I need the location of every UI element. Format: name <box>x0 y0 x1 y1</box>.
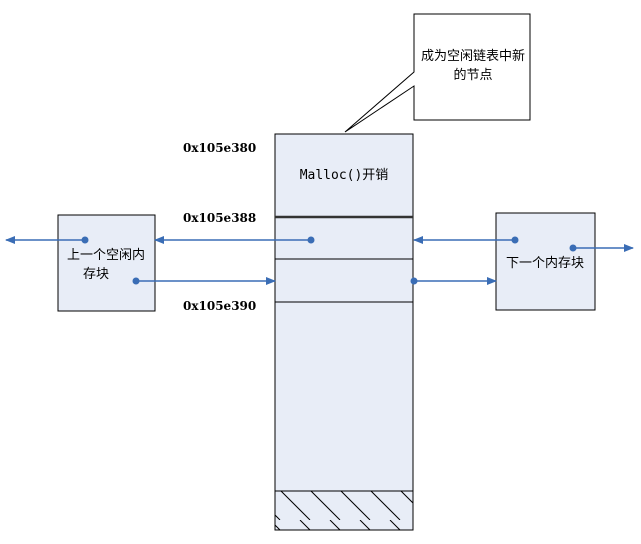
memory-block-body <box>274 133 414 531</box>
arrow-prev-to-block-dot <box>132 277 140 285</box>
callout-line2: 的节点 <box>453 67 492 83</box>
address-label-1: 0x105e380 <box>183 141 256 155</box>
callout-bubble: 成为空闲链表中新 的节点 <box>344 13 531 133</box>
memory-block: Malloc()开销 <box>274 133 414 531</box>
address-label-2: 0x105e388 <box>183 211 256 225</box>
arrow-next-outward-dot <box>569 244 577 252</box>
address-label-3: 0x105e390 <box>183 299 256 313</box>
arrow-prev-outward-dot <box>81 236 89 244</box>
malloc-overhead-label: Malloc()开销 <box>300 168 389 183</box>
prev-free-block: 上一个空闲内 存块 <box>57 214 156 312</box>
next-block-label: 下一个内存块 <box>506 255 584 271</box>
prev-block-line1: 上一个空闲内 <box>67 247 145 263</box>
arrow-next-pointer-dot <box>410 277 418 285</box>
pointer-arrows <box>5 236 634 285</box>
prev-block-line2: 存块 <box>83 267 109 282</box>
arrow-prev-pointer-dot <box>307 236 315 244</box>
hatched-footer <box>274 490 414 531</box>
callout-line1: 成为空闲链表中新 <box>421 48 525 64</box>
arrow-next-to-block-dot <box>511 236 519 244</box>
next-block: 下一个内存块 <box>495 212 596 311</box>
